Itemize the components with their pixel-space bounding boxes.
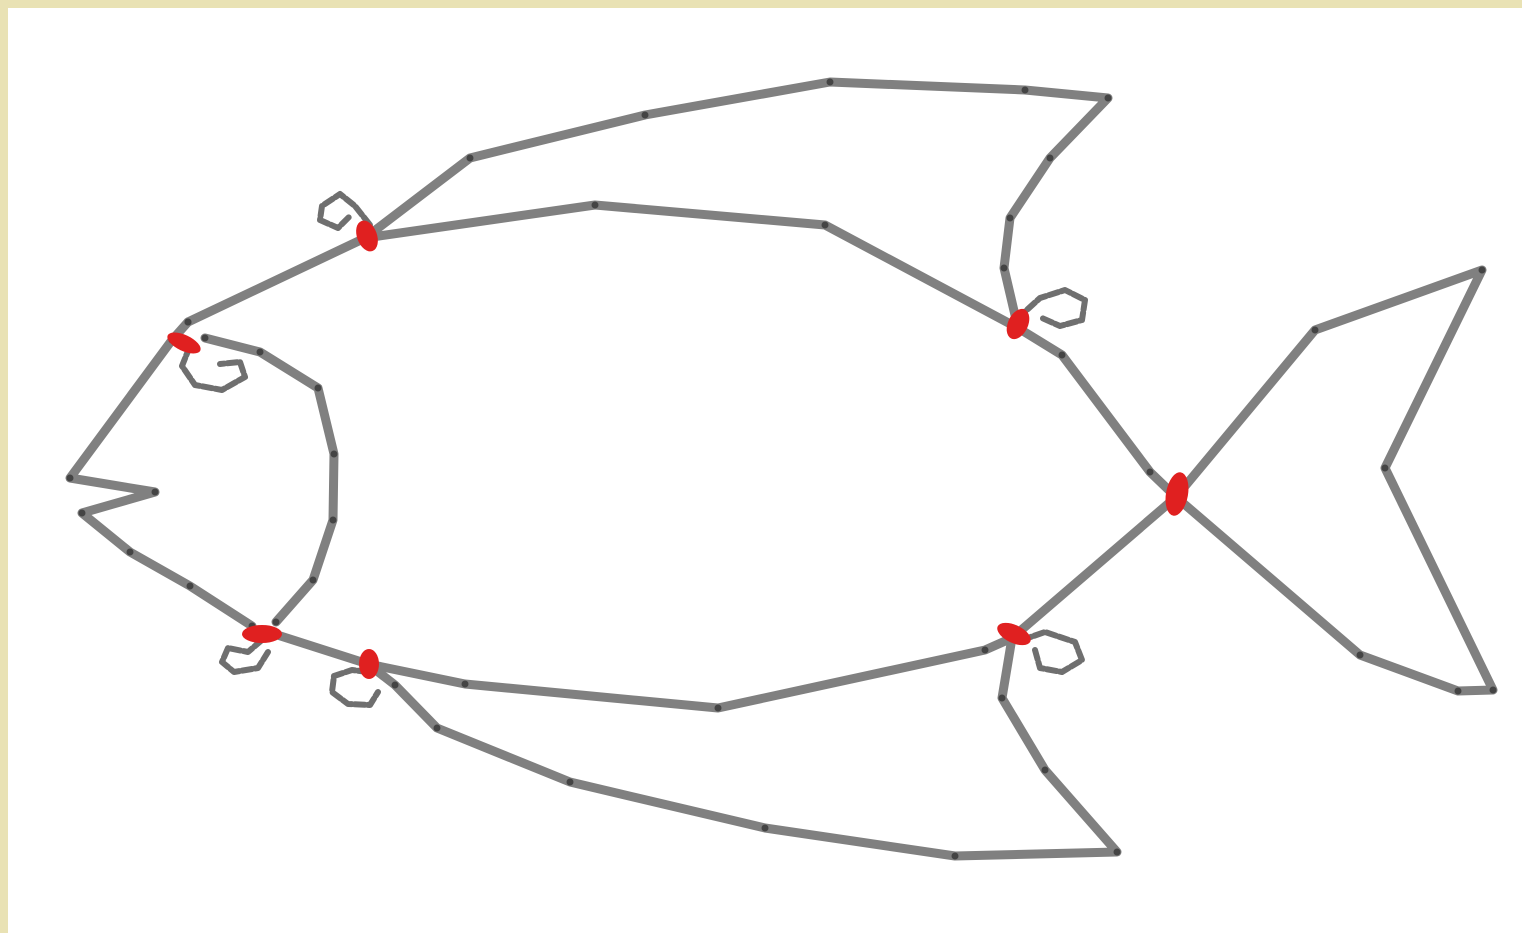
gill-arc-joint	[273, 619, 280, 626]
segments-layer	[70, 82, 1493, 856]
joints-layer	[67, 79, 1497, 860]
gill-arc-joint	[257, 349, 264, 356]
ventral-fin	[368, 638, 1117, 856]
dorsal-fin-joint	[1007, 215, 1014, 222]
dorsal-fin-joint	[1022, 87, 1029, 94]
diagram-canvas	[8, 8, 1522, 933]
fish-linkage-diagram	[8, 8, 1522, 933]
head-outline-joint	[187, 583, 194, 590]
tail-fin-joint	[1312, 327, 1319, 334]
head-outline-joint	[127, 549, 134, 556]
gill-arc-joint	[331, 451, 338, 458]
tail-fin-joint	[1357, 652, 1364, 659]
tail-fin-joint	[1382, 465, 1389, 472]
tail-fin	[1176, 270, 1493, 691]
body-lower-edge-joint	[462, 681, 469, 688]
body-upper-edge-joint	[185, 319, 192, 326]
ventral-fin-joint	[762, 825, 769, 832]
ventral-fin-joint	[434, 725, 441, 732]
ventral-fin-joint	[952, 853, 959, 860]
dorsal-fin-joint	[642, 112, 649, 119]
head-outline-joint	[79, 510, 86, 517]
head-outline	[70, 322, 252, 626]
head-outline-joint	[152, 489, 159, 496]
gill-arc-joint	[330, 517, 337, 524]
body-upper-edge-joint	[592, 202, 599, 209]
hinge-loop	[222, 640, 268, 672]
head-outline-joint	[67, 475, 74, 482]
body-lower-edge	[268, 497, 1176, 708]
dorsal-fin	[365, 82, 1108, 328]
gill-arc-joint	[310, 577, 317, 584]
body-upper-edge-joint	[1059, 352, 1066, 359]
tail-fin-joint	[1490, 687, 1497, 694]
ventral-fin-joint	[392, 682, 399, 689]
tail-fin-joint	[1479, 267, 1486, 274]
dorsal-fin-joint	[1047, 155, 1054, 162]
connector-node	[242, 625, 282, 643]
ventral-fin-joint	[999, 695, 1006, 702]
gill-arc-joint	[315, 385, 322, 392]
body-lower-edge-joint	[982, 647, 989, 654]
connectors-layer	[164, 218, 1191, 679]
connector-node	[359, 649, 379, 679]
tail-fin-joint	[1455, 688, 1462, 695]
dorsal-fin-joint	[827, 79, 834, 86]
body-lower-edge-joint	[715, 705, 722, 712]
dorsal-fin-joint	[467, 155, 474, 162]
ventral-fin-joint	[1042, 767, 1049, 774]
dorsal-fin-joint	[1105, 95, 1112, 102]
gill-arc-joint	[202, 335, 209, 342]
hinge-loops-layer	[182, 194, 1085, 705]
hinge-loop	[1022, 632, 1082, 672]
body-upper-edge-joint	[822, 222, 829, 229]
dorsal-fin-joint	[1001, 265, 1008, 272]
ventral-fin-joint	[1114, 849, 1121, 856]
body-upper-edge-joint	[1147, 469, 1154, 476]
ventral-fin-joint	[567, 779, 574, 786]
